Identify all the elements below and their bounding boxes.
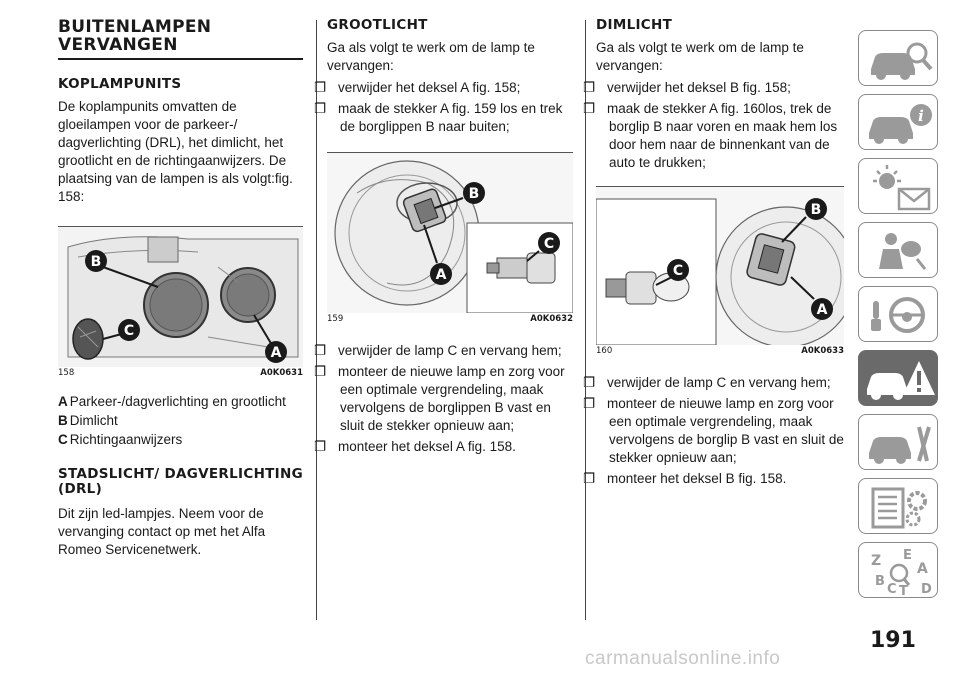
svg-text:i: i xyxy=(918,107,924,125)
callout-b: B xyxy=(469,186,480,202)
svg-text:D: D xyxy=(921,582,932,597)
callout-c: C xyxy=(544,236,554,252)
figure-code: A0K0631 xyxy=(260,368,303,378)
figure-number: 158 xyxy=(58,368,75,378)
tab-car-info[interactable]: i xyxy=(858,94,938,150)
tab-steering[interactable] xyxy=(858,286,938,342)
high-beam-illustration: B C A xyxy=(327,153,573,313)
subsection-title-drl: STADSLICHT/ DAGVERLICHTING (DRL) xyxy=(58,466,303,497)
callout-a: A xyxy=(271,345,282,361)
step-item: ❐verwijder het deksel A fig. 158; xyxy=(314,80,521,95)
figure-159: B C A 159 A0K0632 xyxy=(327,152,573,324)
figure-158: B C A 158 A0K0631 xyxy=(58,226,303,378)
tab-settings-list[interactable] xyxy=(858,478,938,534)
callout-c: C xyxy=(673,263,683,279)
figure-code: A0K0632 xyxy=(530,314,573,324)
tab-car-warning[interactable] xyxy=(858,350,938,406)
warning-lights-icon xyxy=(873,165,931,211)
svg-text:C: C xyxy=(887,582,897,597)
car-info-icon: i xyxy=(869,104,932,144)
drl-text: Dit zijn led-lampjes. Neem voor de verva… xyxy=(58,506,266,557)
page-number: 191 xyxy=(870,628,916,653)
watermark: carmanualsonline.info xyxy=(585,648,781,669)
step-item: ❐verwijder de lamp C en vervang hem; xyxy=(583,375,831,390)
step-item: ❐verwijder de lamp C en vervang hem; xyxy=(314,343,562,358)
tab-warning-lights[interactable] xyxy=(858,158,938,214)
subsection-title-dimlicht: DIMLICHT xyxy=(596,17,673,33)
figure-caption: 159 A0K0632 xyxy=(327,313,573,324)
svg-text:A: A xyxy=(917,561,928,577)
alphabet-index-icon: Z E A B C T D xyxy=(871,548,932,599)
figure-160: B C A 160 A0K0633 xyxy=(596,186,844,356)
column-divider xyxy=(585,20,586,620)
low-beam-illustration: B C A xyxy=(596,187,844,345)
headlamp-illustration: B C A xyxy=(58,227,303,367)
step-item: ❐monteer de nieuwe lamp en zorg voor een… xyxy=(314,364,565,433)
intro-text: De koplampunits omvatten de gloeilampen … xyxy=(58,99,293,204)
car-search-icon xyxy=(871,42,933,80)
car-warning-icon xyxy=(867,361,935,400)
svg-text:T: T xyxy=(899,584,908,599)
chapter-tabs: i xyxy=(858,30,940,606)
intro-text: Ga als volgt te werk om de lamp te verva… xyxy=(327,40,535,73)
step-item: ❐maak de stekker A fig. 160los, trek de … xyxy=(583,101,838,170)
intro-text: Ga als volgt te werk om de lamp te verva… xyxy=(596,40,804,73)
steering-wheel-icon xyxy=(871,297,925,333)
svg-text:E: E xyxy=(903,548,912,563)
column-divider xyxy=(316,20,317,620)
column-middle: GROOTLICHT Ga als volgt te werk om de la… xyxy=(314,17,573,459)
settings-list-icon xyxy=(871,487,927,529)
figure-number: 160 xyxy=(596,346,613,356)
svg-text:Z: Z xyxy=(871,553,881,569)
car-wrench-icon xyxy=(869,426,931,464)
subsection-title-grootlicht: GROOTLICHT xyxy=(327,17,428,33)
tab-alphabet-index[interactable]: Z E A B C T D xyxy=(858,542,938,599)
section-title: BUITENLAMPEN VERVANGEN xyxy=(58,18,303,60)
step-item: ❐monteer het deksel B fig. 158. xyxy=(583,471,787,486)
figure-number: 159 xyxy=(327,314,344,324)
column-right: DIMLICHT Ga als volgt te werk om de lamp… xyxy=(583,17,844,491)
column-left: BUITENLAMPEN VERVANGEN KOPLAMPUNITS De k… xyxy=(58,18,303,559)
callout-b: B xyxy=(91,254,102,270)
steps-list: ❐verwijder het deksel B fig. 158; ❐maak … xyxy=(583,79,844,172)
step-item: ❐monteer de nieuwe lamp en zorg voor een… xyxy=(583,396,844,465)
figure-caption: 158 A0K0631 xyxy=(58,367,303,378)
callout-a: A xyxy=(817,302,828,318)
tab-car-wrench[interactable] xyxy=(858,414,938,470)
callout-b: B xyxy=(811,202,822,218)
figure-code: A0K0633 xyxy=(801,346,844,356)
svg-text:B: B xyxy=(875,574,885,589)
callout-c: C xyxy=(124,323,134,339)
figure-caption: 160 A0K0633 xyxy=(596,345,844,356)
steps-list: ❐verwijder de lamp C en vervang hem; ❐mo… xyxy=(314,342,573,456)
steps-list: ❐verwijder de lamp C en vervang hem; ❐mo… xyxy=(583,374,844,488)
steps-list: ❐verwijder het deksel A fig. 158; ❐maak … xyxy=(314,79,573,136)
step-item: ❐monteer het deksel A fig. 158. xyxy=(314,439,516,454)
airbag-icon xyxy=(879,233,927,270)
tab-airbag[interactable] xyxy=(858,222,938,278)
step-item: ❐verwijder het deksel B fig. 158; xyxy=(583,80,791,95)
subsection-title-koplampunits: KOPLAMPUNITS xyxy=(58,76,182,92)
tab-car-search[interactable] xyxy=(858,30,938,86)
step-item: ❐maak de stekker A fig. 159 los en trek … xyxy=(314,101,563,134)
callout-a: A xyxy=(436,267,447,283)
